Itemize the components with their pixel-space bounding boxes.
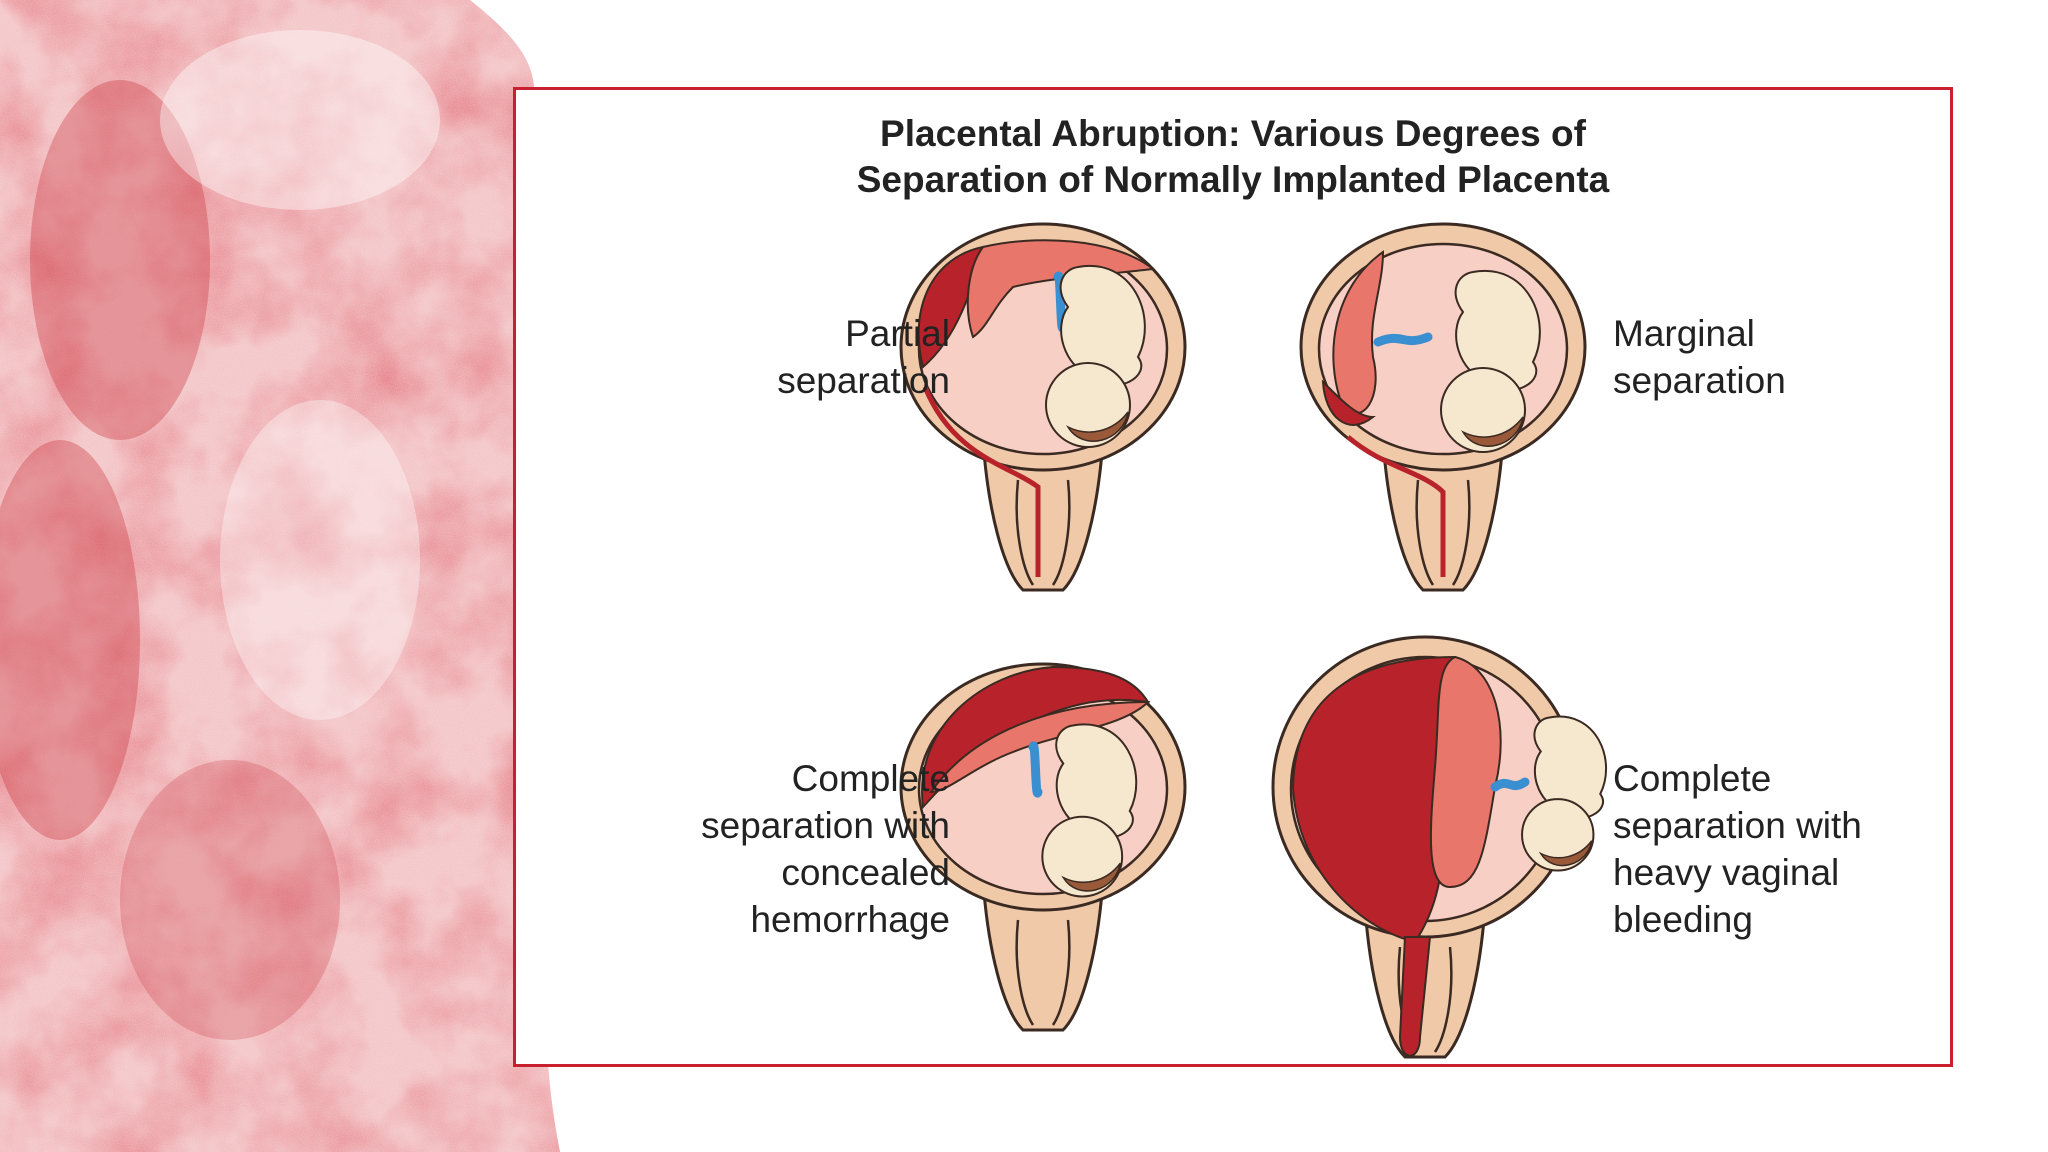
- umbilical-cord: [1490, 777, 1530, 792]
- label-line: bleeding: [1613, 899, 1753, 940]
- blood-trickle: [1346, 435, 1446, 577]
- label-line: Complete: [1613, 758, 1772, 799]
- figure-frame: Placental Abruption: Various Degrees of …: [513, 87, 1953, 1067]
- label-line: Marginal: [1613, 313, 1755, 354]
- blood-trickle: [922, 386, 1041, 577]
- figure-title-line-1: Placental Abruption: Various Degrees of: [880, 113, 1586, 154]
- label-line: Partial: [845, 313, 950, 354]
- fetus-hair: [1061, 862, 1121, 892]
- label-partial-separation: Partial separation: [777, 310, 950, 404]
- placenta: [966, 239, 1156, 339]
- label-line: separation: [777, 360, 950, 401]
- label-line: hemorrhage: [750, 899, 950, 940]
- vaginal-canal: [1415, 479, 1471, 586]
- partial-separation-illustration: [899, 222, 1187, 592]
- label-complete-separation-concealed: Complete separation with concealed hemor…: [701, 755, 950, 943]
- label-line: heavy vaginal: [1613, 852, 1840, 893]
- umbilical-cord: [1373, 332, 1433, 347]
- label-line: separation with: [1613, 805, 1862, 846]
- heavy-vaginal-bleeding: [1398, 936, 1432, 1057]
- label-line: separation: [1613, 360, 1786, 401]
- diagram-drawing: [899, 222, 1608, 1059]
- umbilical-cord: [1028, 741, 1043, 798]
- cervix: [981, 438, 1105, 592]
- label-line: Complete: [791, 758, 950, 799]
- heavy-vaginal-bleeding-illustration: [1271, 635, 1608, 1059]
- fetus-hair: [1538, 840, 1593, 867]
- cervix: [981, 878, 1105, 1032]
- placenta: [1429, 655, 1502, 889]
- label-line: separation with: [701, 805, 950, 846]
- placenta: [1332, 250, 1385, 415]
- figure-title-line-2: Separation of Normally Implanted Placent…: [856, 159, 1610, 200]
- fetus-hair: [1461, 416, 1524, 447]
- marginal-blood: [1321, 379, 1376, 426]
- label-marginal-separation: Marginal separation: [1613, 310, 1786, 404]
- label-line: concealed: [781, 852, 950, 893]
- watercolor-background: [0, 0, 560, 1152]
- concealed-hemorrhage-illustration: [899, 662, 1187, 1032]
- vaginal-canal: [1015, 919, 1071, 1026]
- marginal-separation-illustration: [1299, 222, 1587, 592]
- vaginal-canal: [1015, 479, 1071, 586]
- fetus-hair: [1066, 411, 1129, 442]
- label-complete-separation-heavy-bleeding: Complete separation with heavy vaginal b…: [1613, 755, 1862, 943]
